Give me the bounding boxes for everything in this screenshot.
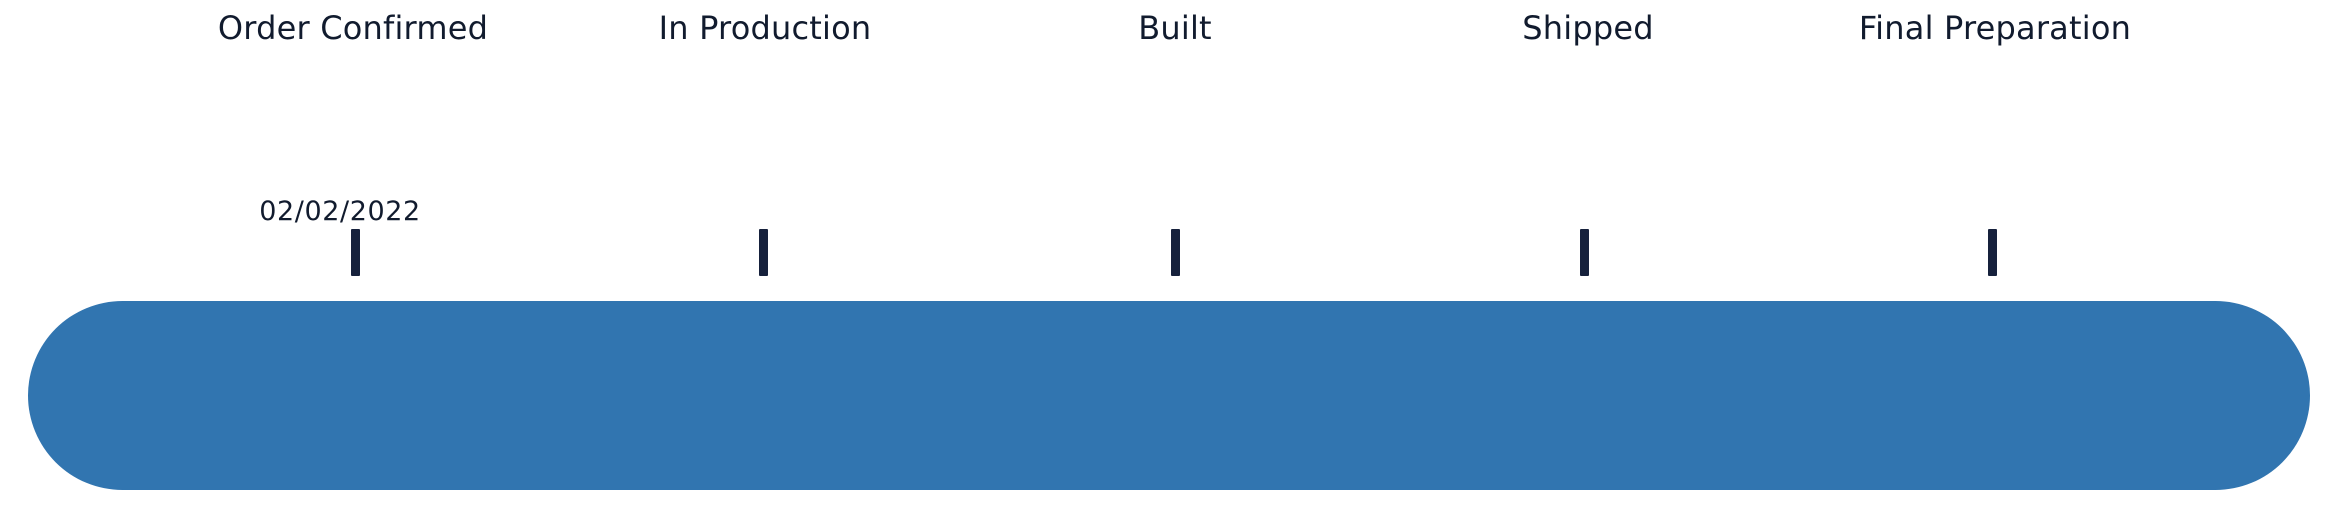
step-label-in-production: In Production: [658, 9, 872, 47]
step-date-order-confirmed: 02/02/2022: [259, 196, 421, 227]
step-label-built: Built: [1138, 9, 1212, 47]
step-label-order-confirmed: Order Confirmed: [217, 9, 489, 47]
tick-mark-in-production: [758, 229, 768, 276]
tick-mark-order-confirmed: [350, 229, 360, 276]
step-label-final-preparation: Final Preparation: [1858, 9, 2132, 47]
tick-mark-built: [1170, 229, 1180, 276]
tick-mark-final-preparation: [1987, 229, 1997, 276]
progress-track-pill: [28, 301, 2310, 490]
step-label-shipped: Shipped: [1522, 9, 1654, 47]
tick-mark-shipped: [1579, 229, 1589, 276]
